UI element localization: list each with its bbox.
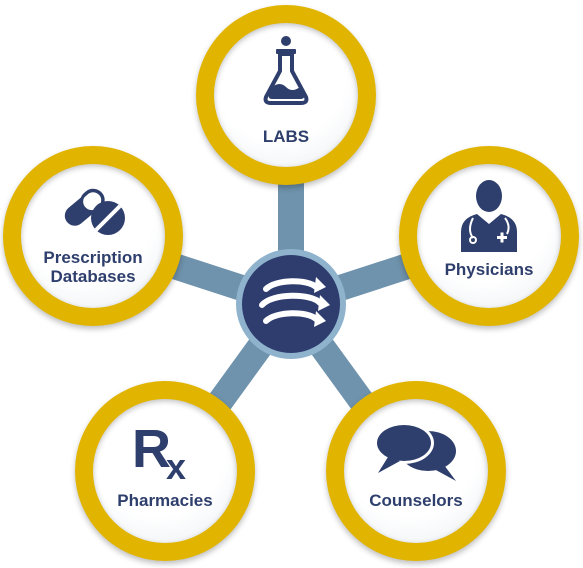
pills-icon xyxy=(64,188,125,235)
hub-circle xyxy=(236,249,346,359)
speech-bubbles-icon xyxy=(374,422,456,481)
doctor-icon xyxy=(461,180,517,252)
node-prescription-databases: Prescription Databases xyxy=(3,146,183,326)
node-face: LABS xyxy=(214,23,358,167)
node-counselors: Counselors xyxy=(326,381,506,561)
flask-icon xyxy=(263,36,309,105)
node-label-pharmacies: Pharmacies xyxy=(117,491,213,510)
node-face: Prescription Databases xyxy=(21,164,165,308)
rx-icon: R x xyxy=(132,419,186,481)
node-face: Physicians xyxy=(417,164,561,308)
node-label-counselors: Counselors xyxy=(369,491,463,510)
swirl-arrows-logo-icon xyxy=(259,277,330,327)
svg-text:x: x xyxy=(166,446,186,481)
svg-text:R: R xyxy=(132,419,171,479)
node-physicians: Physicians xyxy=(399,146,579,326)
node-label-labs: LABS xyxy=(262,127,310,146)
node-label-physicians: Physicians xyxy=(444,260,534,279)
node-face: R x Pharmacies xyxy=(93,399,237,543)
node-labs: LABS xyxy=(196,5,376,185)
hub-inner xyxy=(242,255,340,353)
node-label-prescription-databases: Prescription Databases xyxy=(43,248,143,286)
node-pharmacies: R x Pharmacies xyxy=(75,381,255,561)
node-face: Counselors xyxy=(344,399,488,543)
